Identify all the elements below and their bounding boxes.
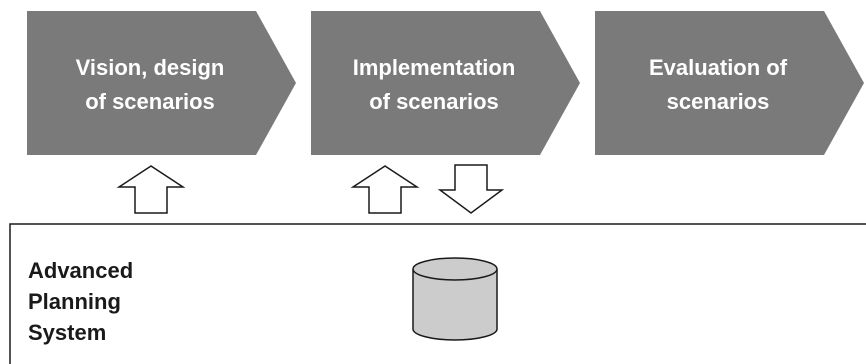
system-label: Advanced Planning System: [28, 255, 228, 348]
step-vision-design: Vision, design of scenarios: [27, 11, 296, 155]
up-arrow-icon: [116, 165, 186, 214]
step-3-label-line1: Evaluation of: [649, 55, 788, 80]
up-arrow-icon: [350, 165, 420, 214]
step-chevron-2: [311, 11, 580, 155]
down-arrow-icon: [437, 164, 505, 214]
step-evaluation: Evaluation of scenarios: [595, 11, 864, 155]
step-1-label-line2: of scenarios: [85, 89, 215, 114]
step-implementation: Implementation of scenarios: [311, 11, 580, 155]
step-chevron-1: [27, 11, 296, 155]
step-3-label-line2: scenarios: [667, 89, 770, 114]
step-2-label-line1: Implementation: [353, 55, 516, 80]
step-1-label-line1: Vision, design: [76, 55, 225, 80]
system-label-line2: Planning: [28, 289, 121, 314]
step-2-label-line2: of scenarios: [369, 89, 499, 114]
step-chevron-3: [595, 11, 864, 155]
system-label-line3: System: [28, 320, 107, 345]
database-icon: [412, 257, 498, 341]
system-label-line1: Advanced: [28, 258, 134, 283]
